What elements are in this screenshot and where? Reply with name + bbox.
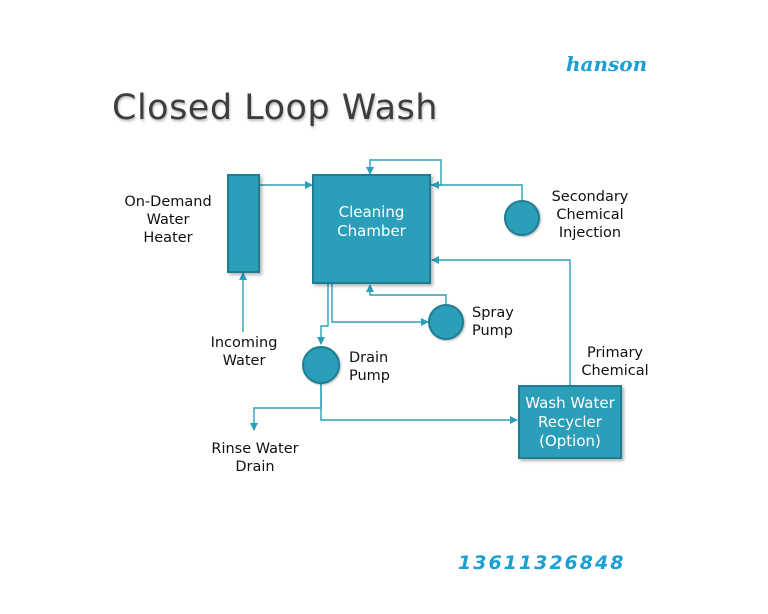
rinse-water-drain-label: Rinse Water Drain: [211, 441, 299, 475]
page-title: Closed Loop Wash: [112, 88, 438, 128]
cleaning-chamber-label-line1: Cleaning: [338, 203, 405, 221]
wash-water-recycler-box: Wash Water Recycler (Option): [518, 385, 622, 459]
recycler-label-line3: (Option): [539, 431, 601, 450]
connector-spray-to-chamber: [366, 284, 447, 304]
connector-chamber-to-drain: [317, 283, 329, 345]
connector-secondary-chemical: [431, 181, 523, 200]
brand-watermark: hanson: [566, 52, 648, 76]
incoming-water-label: Incoming Water: [210, 335, 278, 369]
connector-drain-to-rinse: [250, 383, 322, 431]
drain-pump: [302, 346, 340, 384]
recycler-label-line2: Recycler: [538, 412, 602, 431]
connector-drain-to-recycler: [320, 383, 518, 424]
water-heater-block: [227, 174, 260, 273]
spray-pump: [428, 304, 464, 340]
phone-watermark: 13611326848: [458, 552, 626, 574]
heater-label: On-Demand Water Heater: [124, 194, 212, 246]
cleaning-chamber-label-line2: Chamber: [337, 222, 406, 240]
primary-chemical-label: Primary Chemical: [581, 345, 649, 379]
connector-chamber-to-spray: [331, 283, 429, 326]
secondary-chemical-label: Secondary Chemical Injection: [551, 189, 629, 241]
recycler-label-line1: Wash Water: [525, 393, 615, 412]
drain-pump-label: Drain Pump: [349, 350, 391, 384]
spray-pump-label: Spray Pump: [472, 305, 514, 339]
connector-recycler-to-chamber: [431, 256, 571, 385]
cleaning-chamber-box: Cleaning Chamber: [312, 174, 431, 284]
secondary-chemical-pump: [504, 200, 540, 236]
